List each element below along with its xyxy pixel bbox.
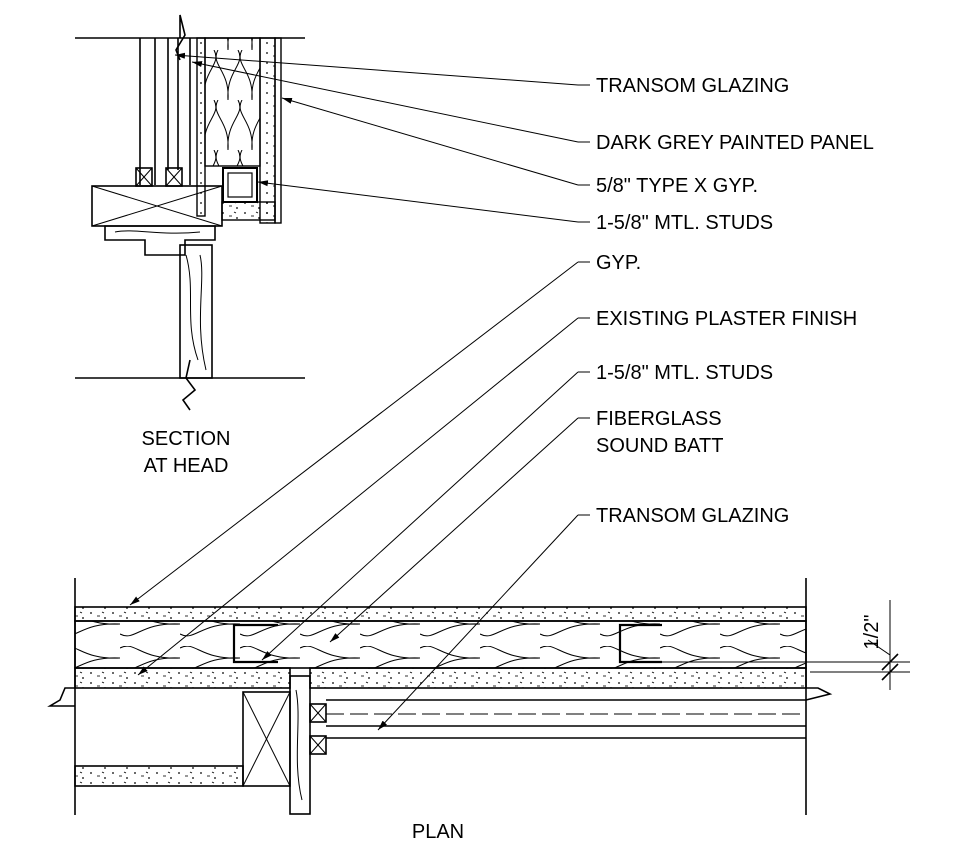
label-metal-studs-section: 1-5/8" MTL. STUDS [596, 212, 773, 234]
plan-metal-stud-2 [618, 623, 662, 664]
label-transom-glazing-plan: TRANSOM GLAZING [596, 505, 789, 527]
section-blocking-left [135, 167, 153, 187]
plan-detail: GYP. EXISTING PLASTER FINISH 1-5/8" MTL.… [47, 252, 910, 843]
plan-metal-stud-1 [232, 623, 278, 664]
section-panel [274, 37, 282, 224]
label-fiberglass: FIBERGLASS [596, 408, 722, 430]
label-dark-grey-painted-panel: DARK GREY PAINTED PANEL [596, 132, 874, 154]
plan-break-right [805, 687, 833, 701]
section-trim [104, 225, 216, 256]
section-batt [204, 37, 261, 167]
plan-dimension [662, 600, 910, 690]
section-bottom-gyp [221, 201, 276, 221]
section-door-leaf [179, 244, 213, 379]
section-blocking-right [165, 167, 183, 187]
section-break-bottom [181, 359, 197, 411]
dimension-label: 1/2" [861, 615, 883, 650]
label-gyp: GYP. [596, 252, 641, 274]
section-at-head-detail: TRANSOM GLAZING DARK GREY PAINTED PANEL … [75, 14, 874, 477]
section-caption-line-2: AT HEAD [144, 455, 229, 477]
section-gyp-right [259, 37, 276, 224]
plan-gyp-bottom [74, 765, 244, 787]
section-caption-line-1: SECTION [142, 428, 231, 450]
plan-gyp-lower [309, 667, 807, 689]
plan-break-left [47, 687, 75, 707]
plan-blocking-bottom [309, 735, 327, 755]
label-existing-plaster-finish: EXISTING PLASTER FINISH [596, 308, 857, 330]
plan-gyp-top [74, 606, 807, 622]
plan-casing [289, 675, 311, 815]
label-transom-glazing-section: TRANSOM GLAZING [596, 75, 789, 97]
plan-wood-jamb [242, 691, 291, 787]
label-metal-studs-plan: 1-5/8" MTL. STUDS [596, 362, 773, 384]
plan-caption: PLAN [412, 821, 464, 843]
label-sound-batt: SOUND BATT [596, 435, 723, 457]
plan-plaster-left [74, 667, 291, 689]
plan-blocking-top [309, 703, 327, 723]
plan-batt-layer [74, 620, 807, 669]
label-type-x-gyp: 5/8" TYPE X GYP. [596, 175, 758, 197]
